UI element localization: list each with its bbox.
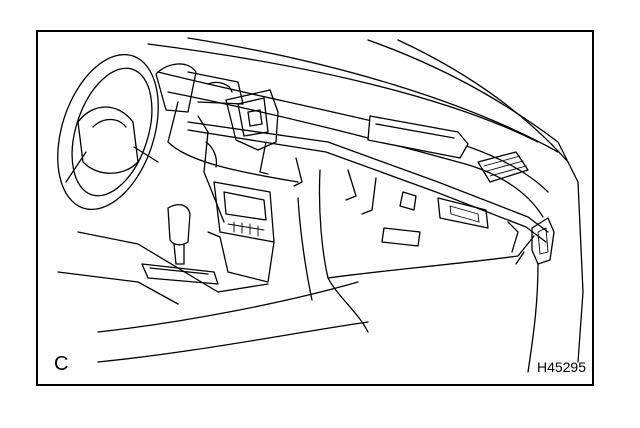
center-console	[207, 181, 275, 283]
steering-wheel	[57, 53, 159, 211]
instrument-cluster	[155, 63, 244, 113]
floor-lines	[97, 263, 539, 373]
windshield-lines	[147, 37, 584, 363]
dashboard-top	[157, 71, 549, 218]
glove-box	[297, 169, 535, 333]
dashboard-line-drawing	[57, 37, 584, 373]
shift-lever	[57, 203, 359, 333]
figure-code: H45295	[536, 359, 586, 375]
view-label: C	[54, 353, 69, 375]
reinforcement-beam	[187, 89, 555, 265]
illustration-frame: C H45295	[36, 30, 594, 386]
